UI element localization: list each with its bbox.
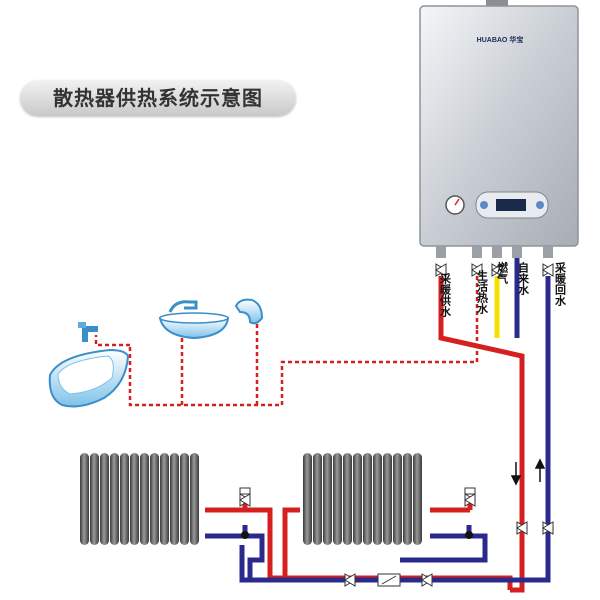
pipe-label-tap-water: 自来水: [517, 261, 531, 296]
svg-text:采暖回水: 采暖回水: [554, 261, 568, 307]
valve-icon: [239, 487, 476, 539]
boiler-brand: HUABAO 华宝: [477, 35, 524, 44]
pipe-label-gas: 燃气: [496, 261, 510, 285]
pipe-label-domestic-hot-water: 生活热水: [476, 269, 489, 315]
radiator-icon: [303, 453, 422, 545]
valve-icon: [239, 493, 554, 587]
radiator-icon: [80, 453, 199, 545]
svg-text:采暖供水: 采暖供水: [439, 272, 453, 318]
svg-text:自来水: 自来水: [517, 261, 531, 296]
pipe-label-heating-return: 采暖回水: [554, 261, 568, 307]
svg-text:生活热水: 生活热水: [476, 269, 489, 315]
domestic-hot-water-pipe: [94, 276, 479, 407]
page-title: 散热器供热系统示意图: [53, 86, 263, 110]
valve-icon: [435, 263, 554, 277]
shower-head-icon: [234, 298, 264, 325]
svg-text:燃气: 燃气: [496, 261, 510, 285]
title-banner: 散热器供热系统示意图: [20, 80, 296, 116]
check-valve-icon: [377, 573, 401, 587]
faucet-icon: [78, 322, 98, 342]
flow-arrow-icon: [510, 458, 546, 486]
bathtub-icon: [48, 348, 130, 408]
pipe-label-heating-supply: 采暖供水: [439, 272, 453, 318]
boiler-icon: [419, 0, 579, 258]
sink-icon: [158, 300, 230, 340]
